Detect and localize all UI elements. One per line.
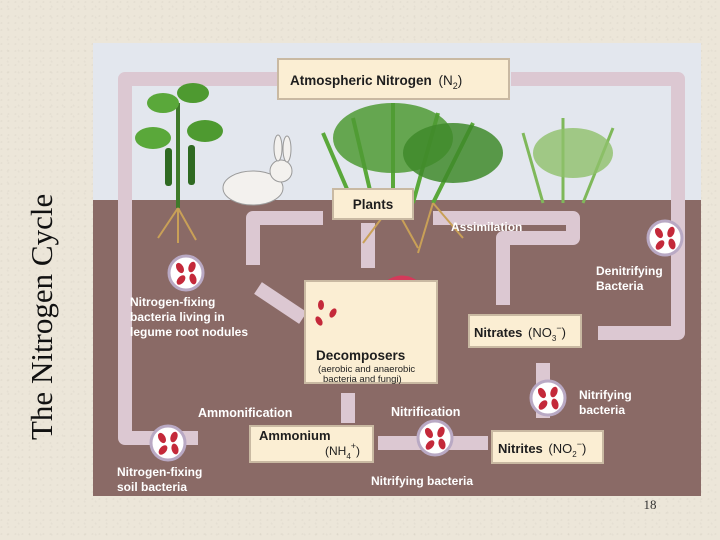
svg-text:Nitrites (NO2−): Nitrites (NO2−)	[498, 439, 586, 459]
nitrifying-top-line2: bacteria	[579, 403, 625, 417]
nitrates-formula: (NO	[528, 325, 552, 340]
soil-bacteria-line1: Nitrogen-fixing	[117, 465, 202, 479]
nitrites-sub: 2	[572, 450, 577, 459]
ammonium-sub: 4	[346, 452, 351, 461]
svg-text:Nitrates (NO3−): Nitrates (NO3−)	[474, 323, 566, 343]
legume-label-line2: bacteria living in	[130, 310, 225, 324]
slide-title: The Nitrogen Cycle	[24, 193, 59, 440]
rabbit-illustration	[222, 134, 293, 206]
legume-bacteria-icon	[167, 254, 205, 292]
grass-plant-illustration	[321, 103, 615, 254]
nitrifying-bacteria-icon-bottom	[416, 419, 454, 457]
nitrites-label: Nitrites	[498, 441, 543, 456]
ammonium-label: Ammonium	[259, 428, 331, 443]
decomposers-line1: (aerobic and anaerobic	[318, 364, 415, 375]
nitrites-sup: −	[577, 439, 582, 449]
atmospheric-nitrogen-label: Atmospheric Nitrogen	[290, 73, 432, 88]
ammonium-sup: +	[351, 441, 356, 451]
assimilation-label: Assimilation	[451, 220, 522, 234]
nitrites-formula: (NO	[548, 441, 572, 456]
plants-label: Plants	[353, 197, 394, 212]
denitrifying-label-line2: Bacteria	[596, 279, 644, 293]
nitrates-close: )	[562, 325, 566, 340]
decomposers-box: Decomposers (aerobic and anaerobic bacte…	[304, 280, 438, 385]
nitrates-label: Nitrates	[474, 325, 522, 340]
atmospheric-nitrogen-sub: 2	[453, 81, 458, 91]
atmospheric-nitrogen-box: Atmospheric Nitrogen (N2)	[277, 58, 510, 100]
nitrates-sub: 3	[552, 334, 557, 343]
soil-bacteria-line2: soil bacteria	[117, 480, 187, 494]
nitrites-box: Nitrites (NO2−)	[491, 430, 604, 464]
nitrogen-cycle-diagram: Atmospheric Nitrogen (N2) Plants Assimil…	[93, 43, 701, 496]
svg-text:(NH4+): (NH4+)	[325, 441, 360, 461]
legume-plant-illustration	[135, 83, 223, 243]
plants-box: Plants	[332, 188, 414, 220]
denitrifying-label-line1: Denitrifying	[596, 264, 663, 278]
nitrifying-bacteria-icon-top	[529, 379, 567, 417]
nitrifying-top-line1: Nitrifying	[579, 388, 632, 402]
nitrates-sup: −	[556, 323, 561, 333]
decomposers-title: Decomposers	[316, 348, 405, 363]
legume-label-line3: legume root nodules	[130, 325, 248, 339]
ammonium-formula: (NH	[325, 444, 346, 458]
atmospheric-nitrogen-formula: (N	[439, 73, 453, 88]
page-number: 18	[643, 497, 657, 512]
atmospheric-nitrogen-close: )	[458, 73, 463, 88]
decomposers-line2: bacteria and fungi)	[323, 374, 402, 385]
legume-label-line1: Nitrogen-fixing	[130, 295, 215, 309]
ammonification-label: Ammonification	[198, 406, 292, 420]
ammonium-close: )	[356, 444, 360, 458]
nitrites-close: )	[582, 441, 586, 456]
nitrification-label: Nitrification	[391, 405, 460, 419]
ammonium-box: Ammonium (NH4+)	[249, 425, 374, 463]
nitrates-box: Nitrates (NO3−)	[468, 314, 582, 348]
nitrifying-bottom-label: Nitrifying bacteria	[371, 474, 473, 488]
denitrifying-bacteria-icon	[646, 219, 684, 257]
svg-text:Atmospheric Nitrogen (N2: Atmospheric Nitrogen (N2)	[290, 73, 462, 91]
soil-bacteria-icon	[149, 424, 187, 462]
